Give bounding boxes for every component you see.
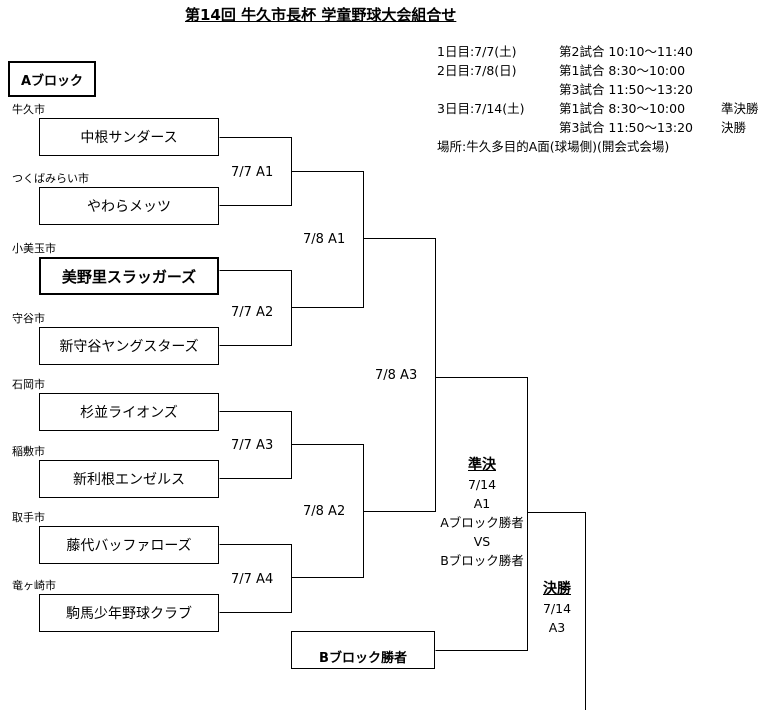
- bracket-line-r1-a4: [219, 544, 292, 613]
- team-7-city: 取手市: [12, 511, 45, 524]
- schedule-day3: 3日目:7/14(土): [437, 101, 525, 116]
- block-a-label: Aブロック: [8, 61, 96, 97]
- bracket-line-r2-a1: [291, 171, 364, 308]
- match-label-r1-a2: 7/7 A2: [231, 305, 274, 320]
- bracket-line-semifinal: [435, 377, 528, 651]
- team-5-city: 石岡市: [12, 378, 45, 391]
- final-info: 決勝 7/14 A3: [530, 580, 584, 637]
- schedule-venue: 場所:牛久多目的A面(球場側)(開会式会場): [437, 139, 670, 154]
- team-8-name: 駒馬少年野球クラブ: [39, 594, 219, 632]
- match-label-r1-a4: 7/7 A4: [231, 572, 274, 587]
- team-2-city: つくばみらい市: [12, 172, 89, 185]
- semifinal-code: A1: [473, 496, 491, 511]
- team-8-city: 竜ヶ崎市: [12, 579, 56, 592]
- schedule-day3-game3-note: 決勝: [721, 120, 747, 135]
- match-label-r2-a2: 7/8 A2: [303, 504, 346, 519]
- final-code: A3: [548, 620, 566, 635]
- semifinal-vs: VS: [473, 534, 491, 549]
- team-1-city: 牛久市: [12, 103, 45, 116]
- semifinal-date: 7/14: [467, 477, 497, 492]
- team-7-name: 藤代バッファローズ: [39, 526, 219, 564]
- team-3-city: 小美玉市: [12, 242, 56, 255]
- schedule-day2-game3: 第3試合 11:50〜13:20: [559, 82, 693, 97]
- bracket-line-final: [527, 512, 586, 710]
- final-heading: 決勝: [543, 581, 571, 597]
- match-label-r1-a1: 7/7 A1: [231, 165, 274, 180]
- final-date: 7/14: [542, 601, 572, 616]
- schedule-day2: 2日目:7/8(日): [437, 63, 517, 78]
- schedule-day1: 1日目:7/7(土): [437, 44, 517, 59]
- block-b-winner: Bブロック勝者: [291, 631, 435, 669]
- match-label-r2-a1: 7/8 A1: [303, 232, 346, 247]
- team-5-name: 杉並ライオンズ: [39, 393, 219, 431]
- schedule-day3-game1-note: 準決勝: [721, 101, 759, 116]
- schedule-day3-game3: 第3試合 11:50〜13:20: [559, 120, 693, 135]
- team-1-name: 中根サンダース: [39, 118, 219, 156]
- team-2-name: やわらメッツ: [39, 187, 219, 225]
- semifinal-side1: Aブロック勝者: [440, 515, 524, 530]
- bracket-line-r3-a3: [363, 238, 436, 512]
- team-3-name: 美野里スラッガーズ: [39, 257, 219, 295]
- schedule-day1-game2: 第2試合 10:10〜11:40: [559, 44, 693, 59]
- match-label-r3-a3: 7/8 A3: [375, 368, 418, 383]
- team-6-city: 稲敷市: [12, 445, 45, 458]
- team-4-name: 新守谷ヤングスターズ: [39, 327, 219, 365]
- schedule-day3-game1: 第1試合 8:30〜10:00: [559, 101, 686, 116]
- team-6-name: 新利根エンゼルス: [39, 460, 219, 498]
- semifinal-side2: Bブロック勝者: [440, 553, 524, 568]
- match-label-r1-a3: 7/7 A3: [231, 438, 274, 453]
- team-4-city: 守谷市: [12, 312, 45, 325]
- schedule-day2-game1: 第1試合 8:30〜10:00: [559, 63, 686, 78]
- semifinal-heading: 準決: [468, 457, 496, 473]
- page-title: 第14回 牛久市長杯 学童野球大会組合せ: [185, 6, 457, 24]
- semifinal-info: 準決 7/14 A1 Aブロック勝者 VS Bブロック勝者: [437, 456, 527, 570]
